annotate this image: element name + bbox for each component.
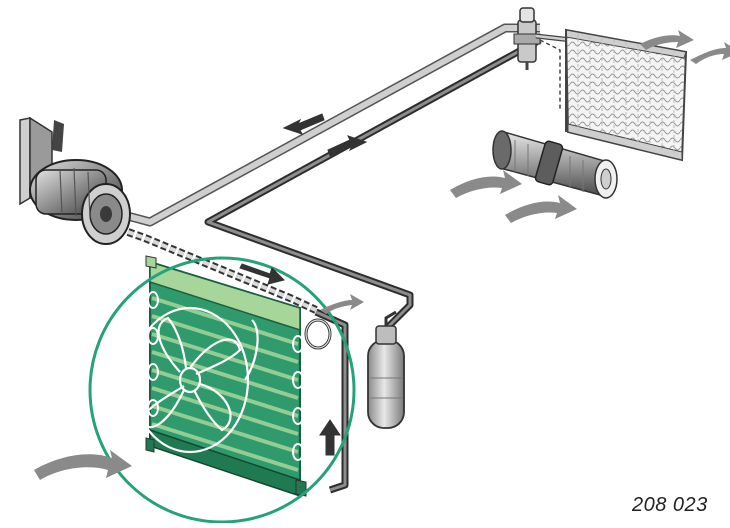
compressor-icon <box>19 116 131 245</box>
airflow-arrow-icon <box>34 30 730 480</box>
expansion-valve-icon <box>513 7 573 70</box>
highlight-circle <box>88 256 356 524</box>
discharge-line <box>126 228 318 314</box>
evaporator-icon <box>539 28 688 162</box>
suction-line <box>118 23 540 227</box>
condenser-icon <box>145 255 332 498</box>
refrigerant-flow-arrow-icon <box>239 113 368 456</box>
condenser-fan-icon <box>129 306 259 454</box>
figure-reference-number: 208 023 <box>632 494 708 516</box>
receiver-drier-icon <box>367 310 405 429</box>
blower-fan-icon <box>492 130 618 199</box>
